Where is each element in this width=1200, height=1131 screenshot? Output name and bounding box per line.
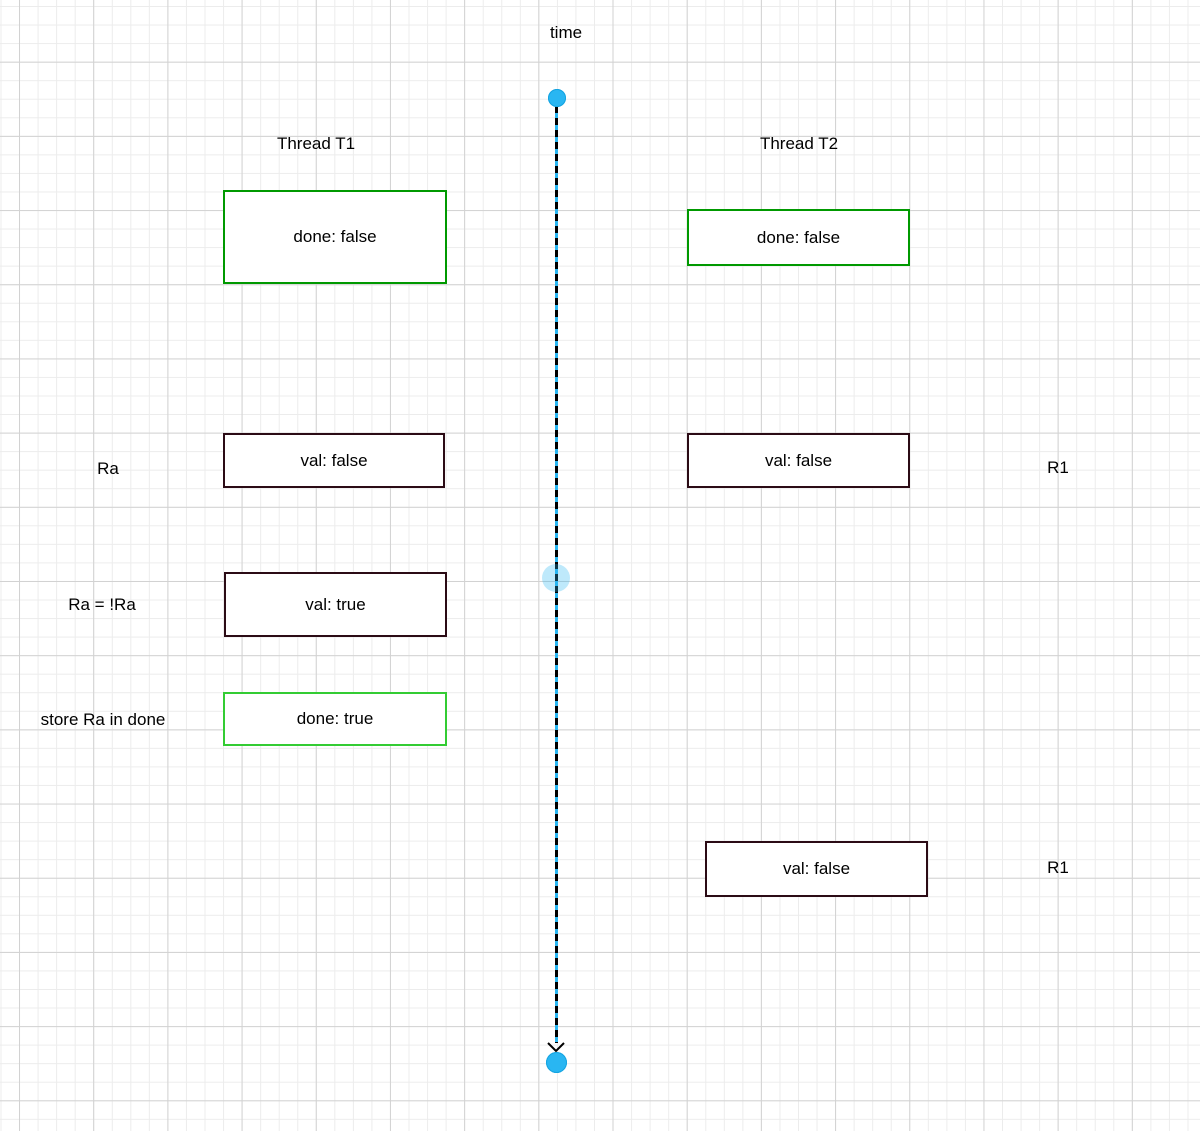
t1-done-final-box[interactable]: done: true [223,692,447,746]
thread-t2-label[interactable]: Thread T2 [759,134,839,153]
t2-read2-annotation[interactable]: R1 [1047,858,1069,877]
box-label: done: true [296,709,374,728]
box-label: val: false [300,450,368,470]
box-label: val: false [782,859,851,878]
box-label: done: false [293,227,377,246]
arrow-down-icon [547,1042,565,1053]
box-label: done: false [756,227,841,247]
t1-read-annotation[interactable]: Ra [97,459,119,478]
time-axis-line[interactable] [555,106,558,1043]
t2-val-read2-box[interactable]: val: false [705,841,928,897]
time-axis-label[interactable]: time [549,23,583,42]
box-label: val: false [764,450,833,470]
edge-source-handle[interactable] [548,89,566,107]
t1-negate-annotation[interactable]: Ra = !Ra [68,595,136,614]
t1-done-initial-box[interactable]: done: false [223,190,447,284]
t1-store-annotation[interactable]: store Ra in done [40,710,166,729]
t2-done-initial-box[interactable]: done: false [687,209,910,266]
edge-target-handle[interactable] [546,1052,567,1073]
thread-t1-label[interactable]: Thread T1 [276,134,356,153]
t1-val-updated-box[interactable]: val: true [224,572,447,637]
t1-val-initial-box[interactable]: val: false [223,433,445,488]
box-label: val: true [305,594,366,614]
t2-read1-annotation[interactable]: R1 [1047,458,1069,477]
edge-midpoint-handle[interactable] [542,564,570,592]
t2-val-read1-box[interactable]: val: false [687,433,910,488]
